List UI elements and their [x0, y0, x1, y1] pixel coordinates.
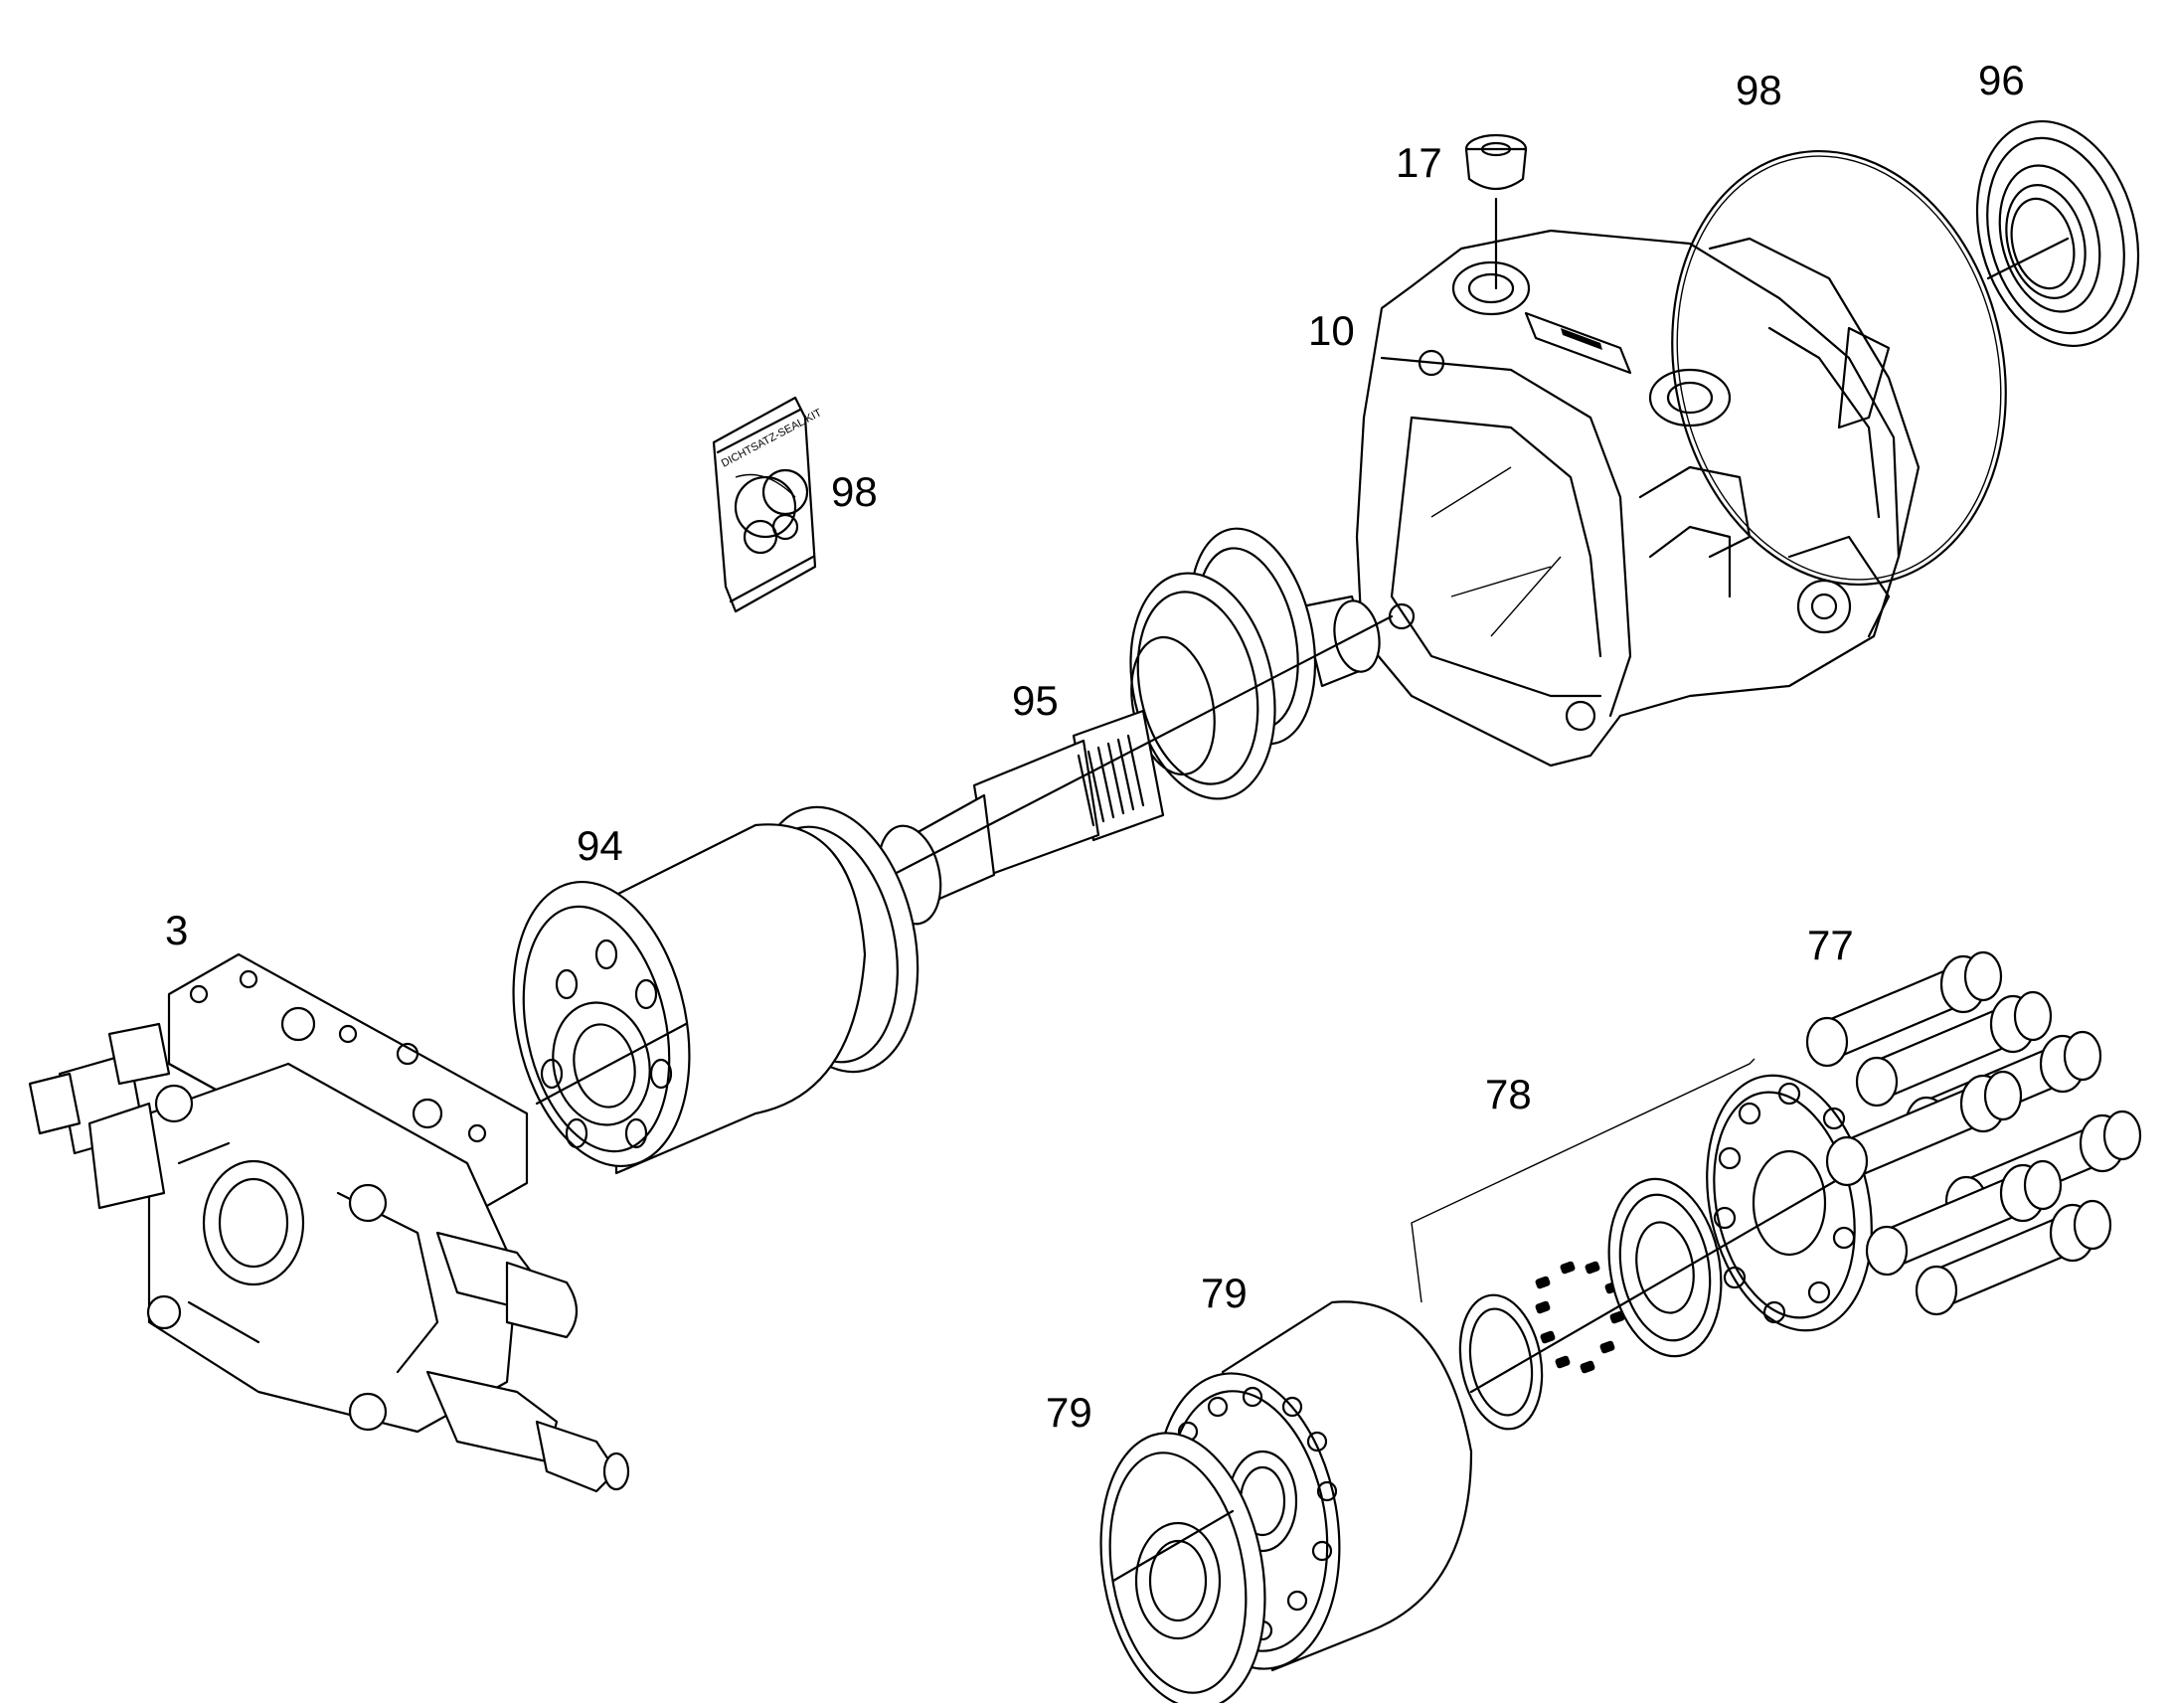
part-98-seal-kit-bag: DICHTSATZ-SEAL KIT	[712, 396, 824, 613]
part-10-housing	[1355, 229, 1921, 768]
callout-10: 10	[1308, 307, 1355, 354]
callout-17: 17	[1396, 139, 1442, 186]
callout-79-upper: 79	[1201, 1270, 1248, 1316]
piston	[1825, 1070, 2023, 1187]
callout-78: 78	[1485, 1071, 1532, 1117]
part-78-retainer-set	[1411, 1058, 1873, 1431]
piston	[1865, 1159, 2063, 1277]
piston	[1805, 950, 2003, 1068]
part-96-shaft-seal	[1975, 119, 2140, 348]
part-98-o-ring	[1671, 149, 2007, 587]
callout-94: 94	[577, 822, 623, 869]
callout-77: 77	[1807, 922, 1854, 968]
callout-95: 95	[1012, 677, 1059, 724]
piston	[1915, 1199, 2112, 1316]
part-3-control-block	[28, 952, 630, 1493]
part-77-pistons	[1805, 950, 2142, 1316]
callout-79-lower: 79	[1046, 1389, 1092, 1436]
callout-96: 96	[1978, 57, 2025, 103]
part-79-valve-plate	[1099, 1432, 1266, 1708]
part-94-cylinder-plate	[512, 805, 919, 1175]
part-17-plug	[1464, 133, 1528, 290]
callout-3: 3	[165, 907, 189, 953]
piston	[1855, 990, 2053, 1108]
callout-98-seal-kit: 98	[831, 468, 878, 515]
callout-98-o-ring: 98	[1736, 67, 1782, 113]
part-95-drive-shaft	[822, 527, 1394, 943]
